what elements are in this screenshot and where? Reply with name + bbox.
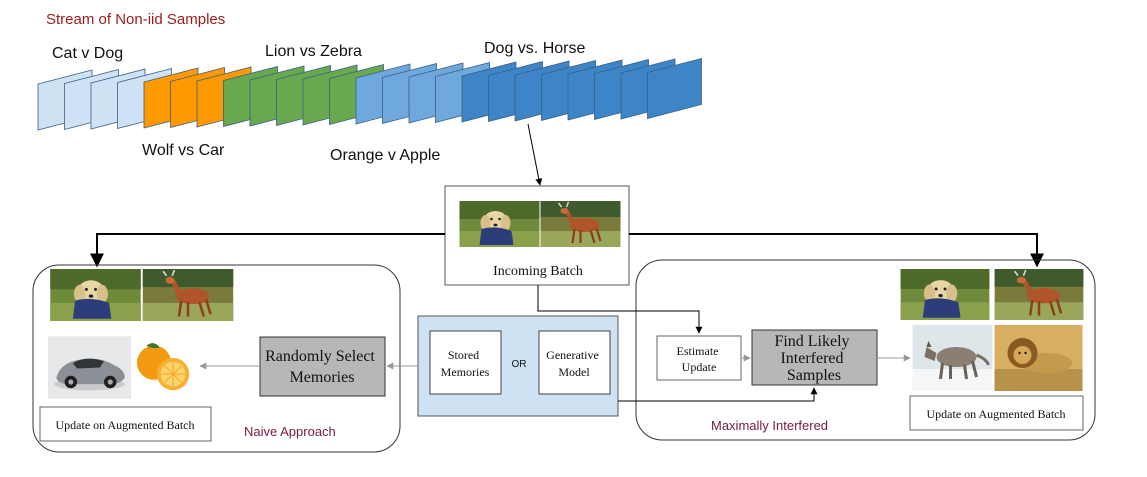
task-label-orange-apple: Orange v Apple [330, 147, 440, 164]
puppy-photo-icon [459, 201, 540, 247]
mir-update-box [909, 395, 1084, 431]
naive-update-label: Update on Augmented Batch [56, 418, 195, 432]
mir-panel [635, 259, 1096, 441]
random-select-box [259, 336, 386, 397]
orange-photo-icon [131, 338, 198, 395]
incoming-batch-label: Incoming Batch [493, 264, 583, 279]
mir-approach-label: Maximally Interfered [711, 418, 828, 433]
stored-memories-box [429, 330, 502, 395]
deer-photo-icon [540, 201, 621, 247]
naive-deer-photo-icon [142, 269, 234, 321]
task-label-wolf-car: Wolf vs Car [142, 142, 225, 159]
naive-update-box [39, 406, 212, 442]
mir-deer-photo-icon [993, 269, 1085, 320]
task-label-dog-horse: Dog vs. Horse [484, 40, 585, 57]
generative-model-box [538, 330, 611, 395]
naive-panel [32, 264, 401, 453]
batch-to-naive-arrow [90, 233, 445, 268]
or-label: OR [512, 359, 527, 370]
sample-stream [37, 57, 702, 131]
naive-puppy-photo-icon [50, 269, 141, 321]
stream-frame [647, 57, 702, 120]
mir-update-label: Update on Augmented Batch [927, 407, 1066, 421]
find-interfered-label: Find Likely Interfered Samples [774, 333, 853, 384]
memory-to-find-arrow [618, 387, 818, 402]
generative-model-label: Generative Model [546, 348, 602, 379]
estimate-update-label: Estimate Update [677, 344, 722, 374]
task-label-lion-zebra: Lion vs Zebra [265, 43, 362, 60]
estimate-update-box [656, 335, 742, 381]
batch-to-mir-arrow [629, 233, 1044, 268]
stream-title: Stream of Non-iid Samples [46, 11, 225, 28]
random-select-label: Randomly Select Memories [265, 348, 379, 386]
stored-memories-label: Stored Memories [441, 348, 490, 379]
car-photo-icon [48, 336, 131, 399]
wolf-photo-icon [911, 325, 994, 391]
stream-to-batch-arrow [527, 123, 543, 186]
mir-puppy-photo-icon [900, 269, 990, 320]
batch-to-estimate-arrow [537, 285, 703, 334]
task-label-cat-dog: Cat v Dog [52, 45, 123, 62]
find-interfered-box [751, 329, 878, 386]
lion-photo-icon [994, 325, 1083, 391]
naive-approach-label: Naive Approach [244, 424, 336, 439]
